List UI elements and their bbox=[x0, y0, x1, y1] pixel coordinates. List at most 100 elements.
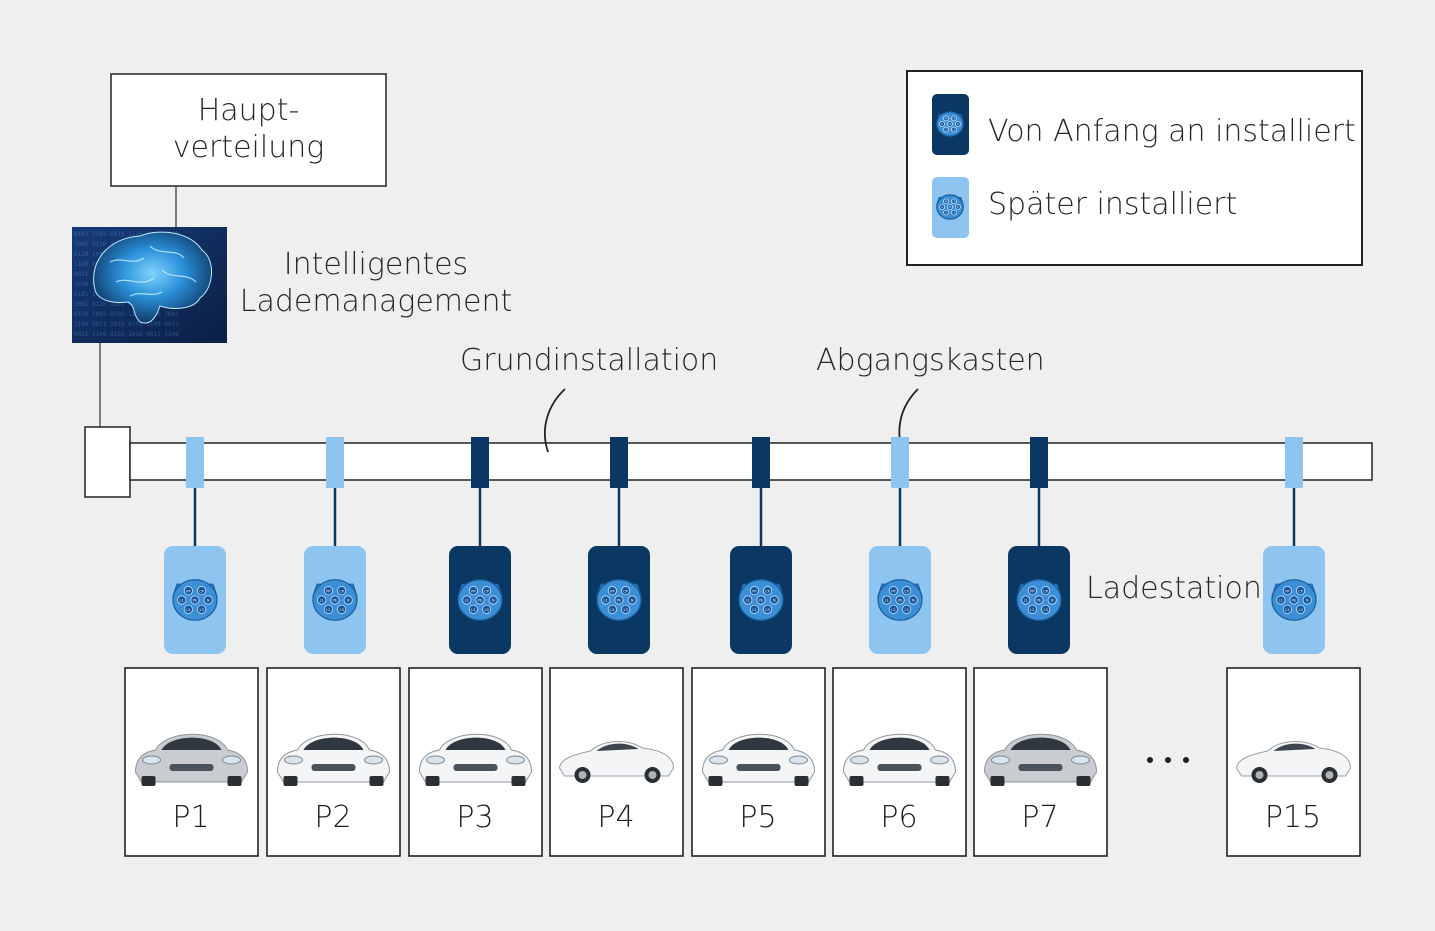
connector-pin-label: L2 bbox=[326, 608, 330, 612]
outlet-box bbox=[471, 437, 489, 488]
connector-pin-label: CP bbox=[953, 117, 957, 120]
legend-box bbox=[906, 70, 1363, 266]
outlet-box bbox=[752, 437, 770, 488]
main-distribution-line2: verteilung bbox=[172, 130, 325, 165]
connector-pin-label: L3 bbox=[623, 608, 627, 612]
connector-pin-label: L3 bbox=[484, 608, 488, 612]
outlet-box bbox=[891, 437, 909, 488]
connector-pin-label: CP bbox=[339, 589, 345, 593]
connector-pin-label: L3 bbox=[1043, 608, 1047, 612]
connector-pin-label: L1 bbox=[604, 599, 608, 603]
parking-label-p3: P3 bbox=[456, 800, 494, 835]
outlet-box bbox=[1030, 437, 1048, 488]
car-image bbox=[701, 733, 816, 786]
type2-connector-icon: PP CP L1 PE N L2 L3 bbox=[172, 579, 218, 621]
connector-pin-label: L2 bbox=[186, 608, 190, 612]
connector-pin-label: CP bbox=[953, 200, 957, 203]
parking-label-p5: P5 bbox=[739, 800, 777, 835]
load-management-line2: Lademanagement bbox=[239, 284, 513, 319]
bus-bar bbox=[129, 442, 1373, 481]
car-image bbox=[418, 733, 533, 786]
connector-pin-label: PP bbox=[1285, 589, 1290, 593]
connector-pin-label: N bbox=[957, 123, 959, 126]
connector-pin-label: N bbox=[1051, 599, 1054, 603]
connector-pin-label: N bbox=[957, 206, 959, 209]
connector-pin-label: L2 bbox=[610, 608, 614, 612]
connector-pin-label: PP bbox=[945, 117, 948, 120]
connector-pin-label: L1 bbox=[885, 599, 889, 603]
main-distribution-line1: Haupt- bbox=[197, 93, 300, 128]
connector-pin-label: L1 bbox=[941, 123, 944, 126]
connector-pin-label: L3 bbox=[1298, 608, 1302, 612]
connector-pin-label: CP bbox=[484, 589, 490, 593]
connector-pin-label: N bbox=[912, 599, 915, 603]
parking-label-p1: P1 bbox=[172, 800, 210, 835]
car-image bbox=[842, 733, 957, 786]
connector-pin-label: PE bbox=[478, 599, 483, 603]
connector-pin-label: L3 bbox=[765, 608, 769, 612]
legend-initial-label: Von Anfang an installiert bbox=[988, 114, 1356, 149]
connector-pin-label: L2 bbox=[945, 129, 948, 132]
connector-pin-label: L3 bbox=[904, 608, 908, 612]
connector-pin-label: L2 bbox=[752, 608, 756, 612]
connector-pin-label: L3 bbox=[199, 608, 203, 612]
connector-pin-label: PP bbox=[1030, 589, 1035, 593]
connector-pin-label: CP bbox=[199, 589, 205, 593]
connector-pin-label: N bbox=[207, 599, 210, 603]
connector-pin-label: L3 bbox=[339, 608, 343, 612]
base-installation-label: Grundinstallation bbox=[460, 343, 719, 378]
svg-text:1001 0110 1101 0011 1001 0110: 1001 0110 1101 0011 1001 0110 bbox=[74, 301, 179, 308]
connector-pin-label: PP bbox=[186, 589, 191, 593]
connector-pin-label: L1 bbox=[941, 206, 944, 209]
bus-start-box bbox=[84, 426, 131, 498]
connector-pin-label: L2 bbox=[1285, 608, 1289, 612]
connector-pin-label: PP bbox=[326, 589, 331, 593]
connector-pin-label: PE bbox=[898, 599, 903, 603]
connector-pin-label: CP bbox=[623, 589, 629, 593]
connector-pin-label: PP bbox=[471, 589, 476, 593]
svg-text:0110 1001 0101 1100 0110 1001: 0110 1001 0101 1100 0110 1001 bbox=[74, 311, 179, 318]
connector-pin-label: L3 bbox=[953, 129, 956, 132]
connector-pin-label: L1 bbox=[465, 599, 469, 603]
station-p1: PP CP L1 PE N L2 L3 bbox=[124, 437, 259, 857]
connector-pin-label: L1 bbox=[180, 599, 184, 603]
legend-later-label: Später installiert bbox=[988, 187, 1238, 222]
connector-pin-label: PE bbox=[617, 599, 622, 603]
connector-pin-label: L1 bbox=[746, 599, 750, 603]
connector-pin-label: N bbox=[492, 599, 495, 603]
connector-pin-label: PE bbox=[949, 123, 952, 126]
connector-pin-label: L1 bbox=[1024, 599, 1028, 603]
svg-text:1100 0011 1010 0101 1100 0011: 1100 0011 1010 0101 1100 0011 bbox=[74, 321, 179, 328]
connector-pin-label: L2 bbox=[1030, 608, 1034, 612]
parking-label-p4: P4 bbox=[597, 800, 635, 835]
connector-pin-label: PP bbox=[752, 589, 757, 593]
connector-pin-label: PE bbox=[193, 599, 198, 603]
connector-pin-label: L2 bbox=[945, 212, 948, 215]
outlet-box bbox=[326, 437, 344, 488]
connector-pin-label: PP bbox=[891, 589, 896, 593]
connector-pin-label: L3 bbox=[953, 212, 956, 215]
type2-connector-icon: PP CP L1 PE N L2 L3 bbox=[936, 111, 964, 137]
connector-pin-label: PE bbox=[759, 599, 764, 603]
legend-initial-icon: PP CP L1 PE N L2 L3 bbox=[932, 94, 969, 155]
base-installation-pointer bbox=[544, 388, 566, 453]
car-image bbox=[1235, 741, 1352, 783]
connector-pin-label: L2 bbox=[891, 608, 895, 612]
connector-pin-label: N bbox=[1306, 599, 1309, 603]
parking-label-p2: P2 bbox=[314, 800, 352, 835]
parking-label-p15: P15 bbox=[1264, 800, 1322, 835]
